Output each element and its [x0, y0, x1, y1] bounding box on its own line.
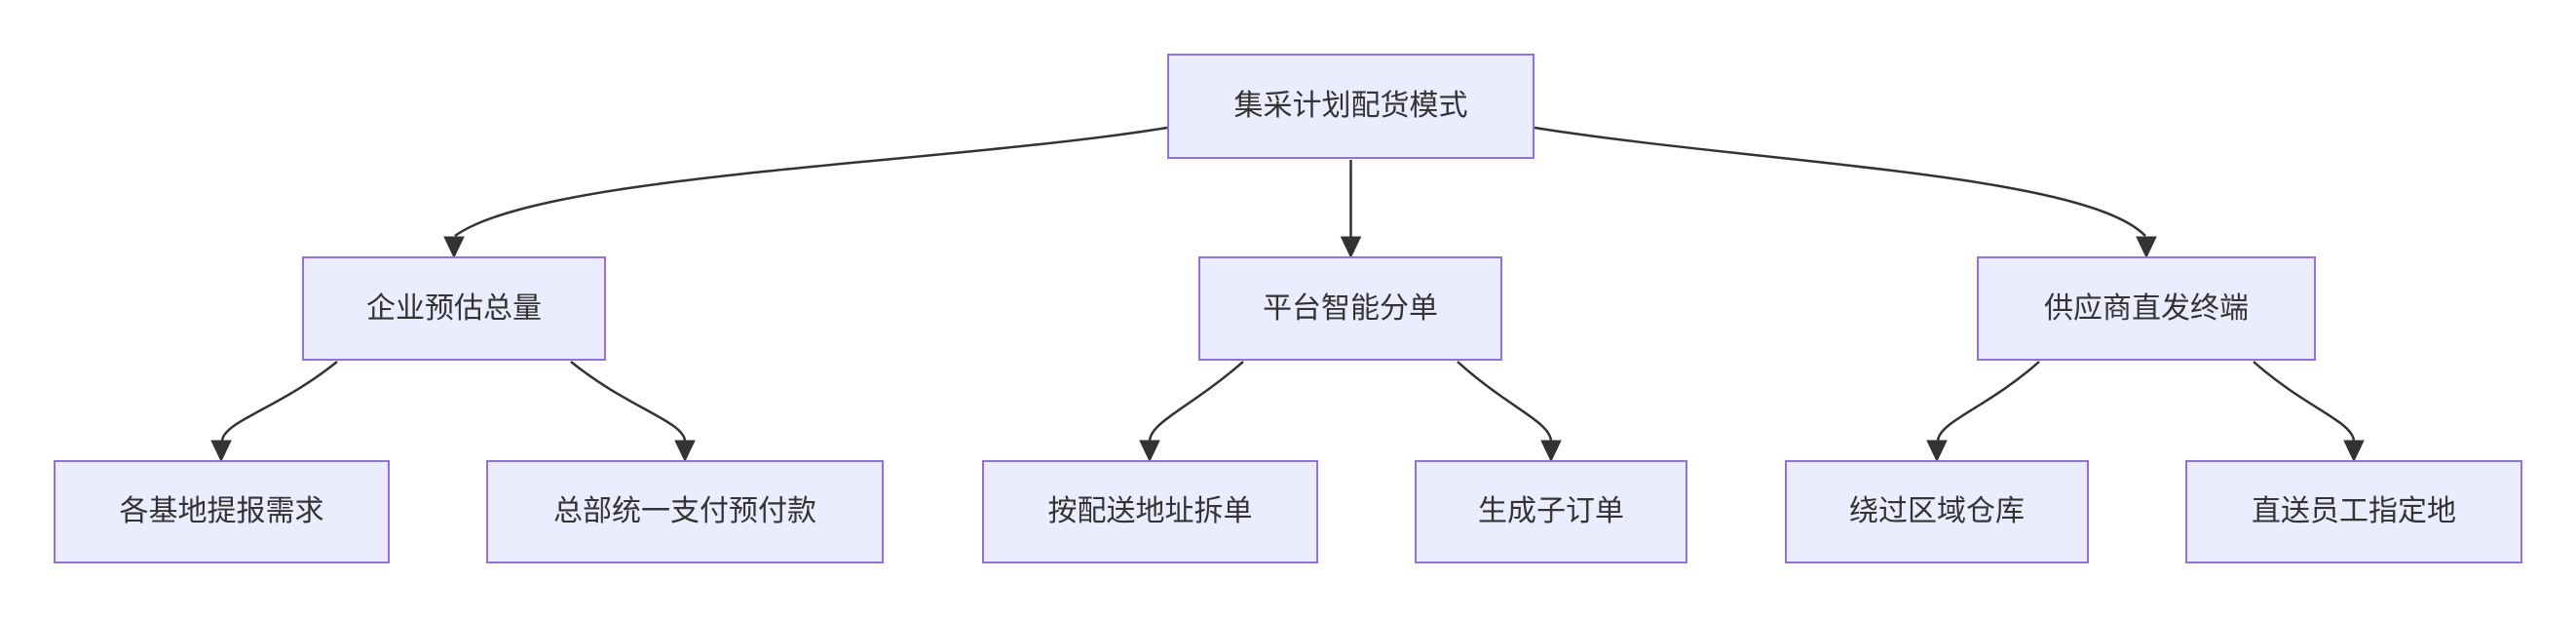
edge-b2-c4 [1457, 361, 1553, 442]
node-root-label: 集采计划配货模式 [1233, 90, 1468, 122]
node-split-by-address-label: 按配送地址拆单 [1047, 495, 1253, 527]
node-supplier-direct-label: 供应商直发终端 [2044, 291, 2249, 325]
edge-b3-c6 [2253, 361, 2356, 442]
arrowhead-b2-c3 [1139, 440, 1160, 463]
node-root: 集采计划配货模式 [1167, 54, 1534, 159]
arrowhead-root-b1 [443, 236, 465, 259]
node-base-demand-label: 各基地提报需求 [119, 495, 324, 527]
edge-b2-c3 [1148, 361, 1244, 442]
node-bypass-warehouse-label: 绕过区域仓库 [1849, 495, 2025, 527]
arrowhead-root-b2 [1340, 236, 1362, 259]
node-sub-orders-label: 生成子订单 [1478, 495, 1624, 527]
node-hq-prepay-label: 总部统一支付预付款 [553, 495, 816, 527]
edge-root-b1 [454, 126, 1168, 238]
arrowhead-b3-c5 [1926, 440, 1948, 463]
node-direct-to-employee-label: 直送员工指定地 [2252, 495, 2456, 527]
node-base-demand: 各基地提报需求 [54, 460, 390, 563]
node-enterprise-estimate: 企业预估总量 [302, 256, 606, 361]
edge-b1-c1 [220, 361, 338, 442]
edge-root-b3 [1534, 126, 2146, 237]
arrowhead-b1-c2 [674, 440, 696, 463]
arrowhead-b3-c6 [2343, 440, 2365, 463]
node-platform-split: 平台智能分单 [1198, 256, 1502, 361]
edge-b1-c2 [570, 361, 687, 442]
node-supplier-direct: 供应商直发终端 [1977, 256, 2316, 361]
node-platform-split-label: 平台智能分单 [1263, 291, 1438, 325]
node-direct-to-employee: 直送员工指定地 [2185, 460, 2522, 563]
arrowhead-root-b3 [2136, 236, 2157, 259]
edge-b3-c5 [1936, 361, 2040, 442]
node-enterprise-estimate-label: 企业预估总量 [366, 291, 542, 325]
arrowhead-b2-c4 [1540, 440, 1562, 463]
node-hq-prepay: 总部统一支付预付款 [486, 460, 884, 563]
node-split-by-address: 按配送地址拆单 [982, 460, 1318, 563]
node-bypass-warehouse: 绕过区域仓库 [1785, 460, 2089, 563]
arrowhead-b1-c1 [210, 440, 232, 463]
node-sub-orders: 生成子订单 [1415, 460, 1687, 563]
